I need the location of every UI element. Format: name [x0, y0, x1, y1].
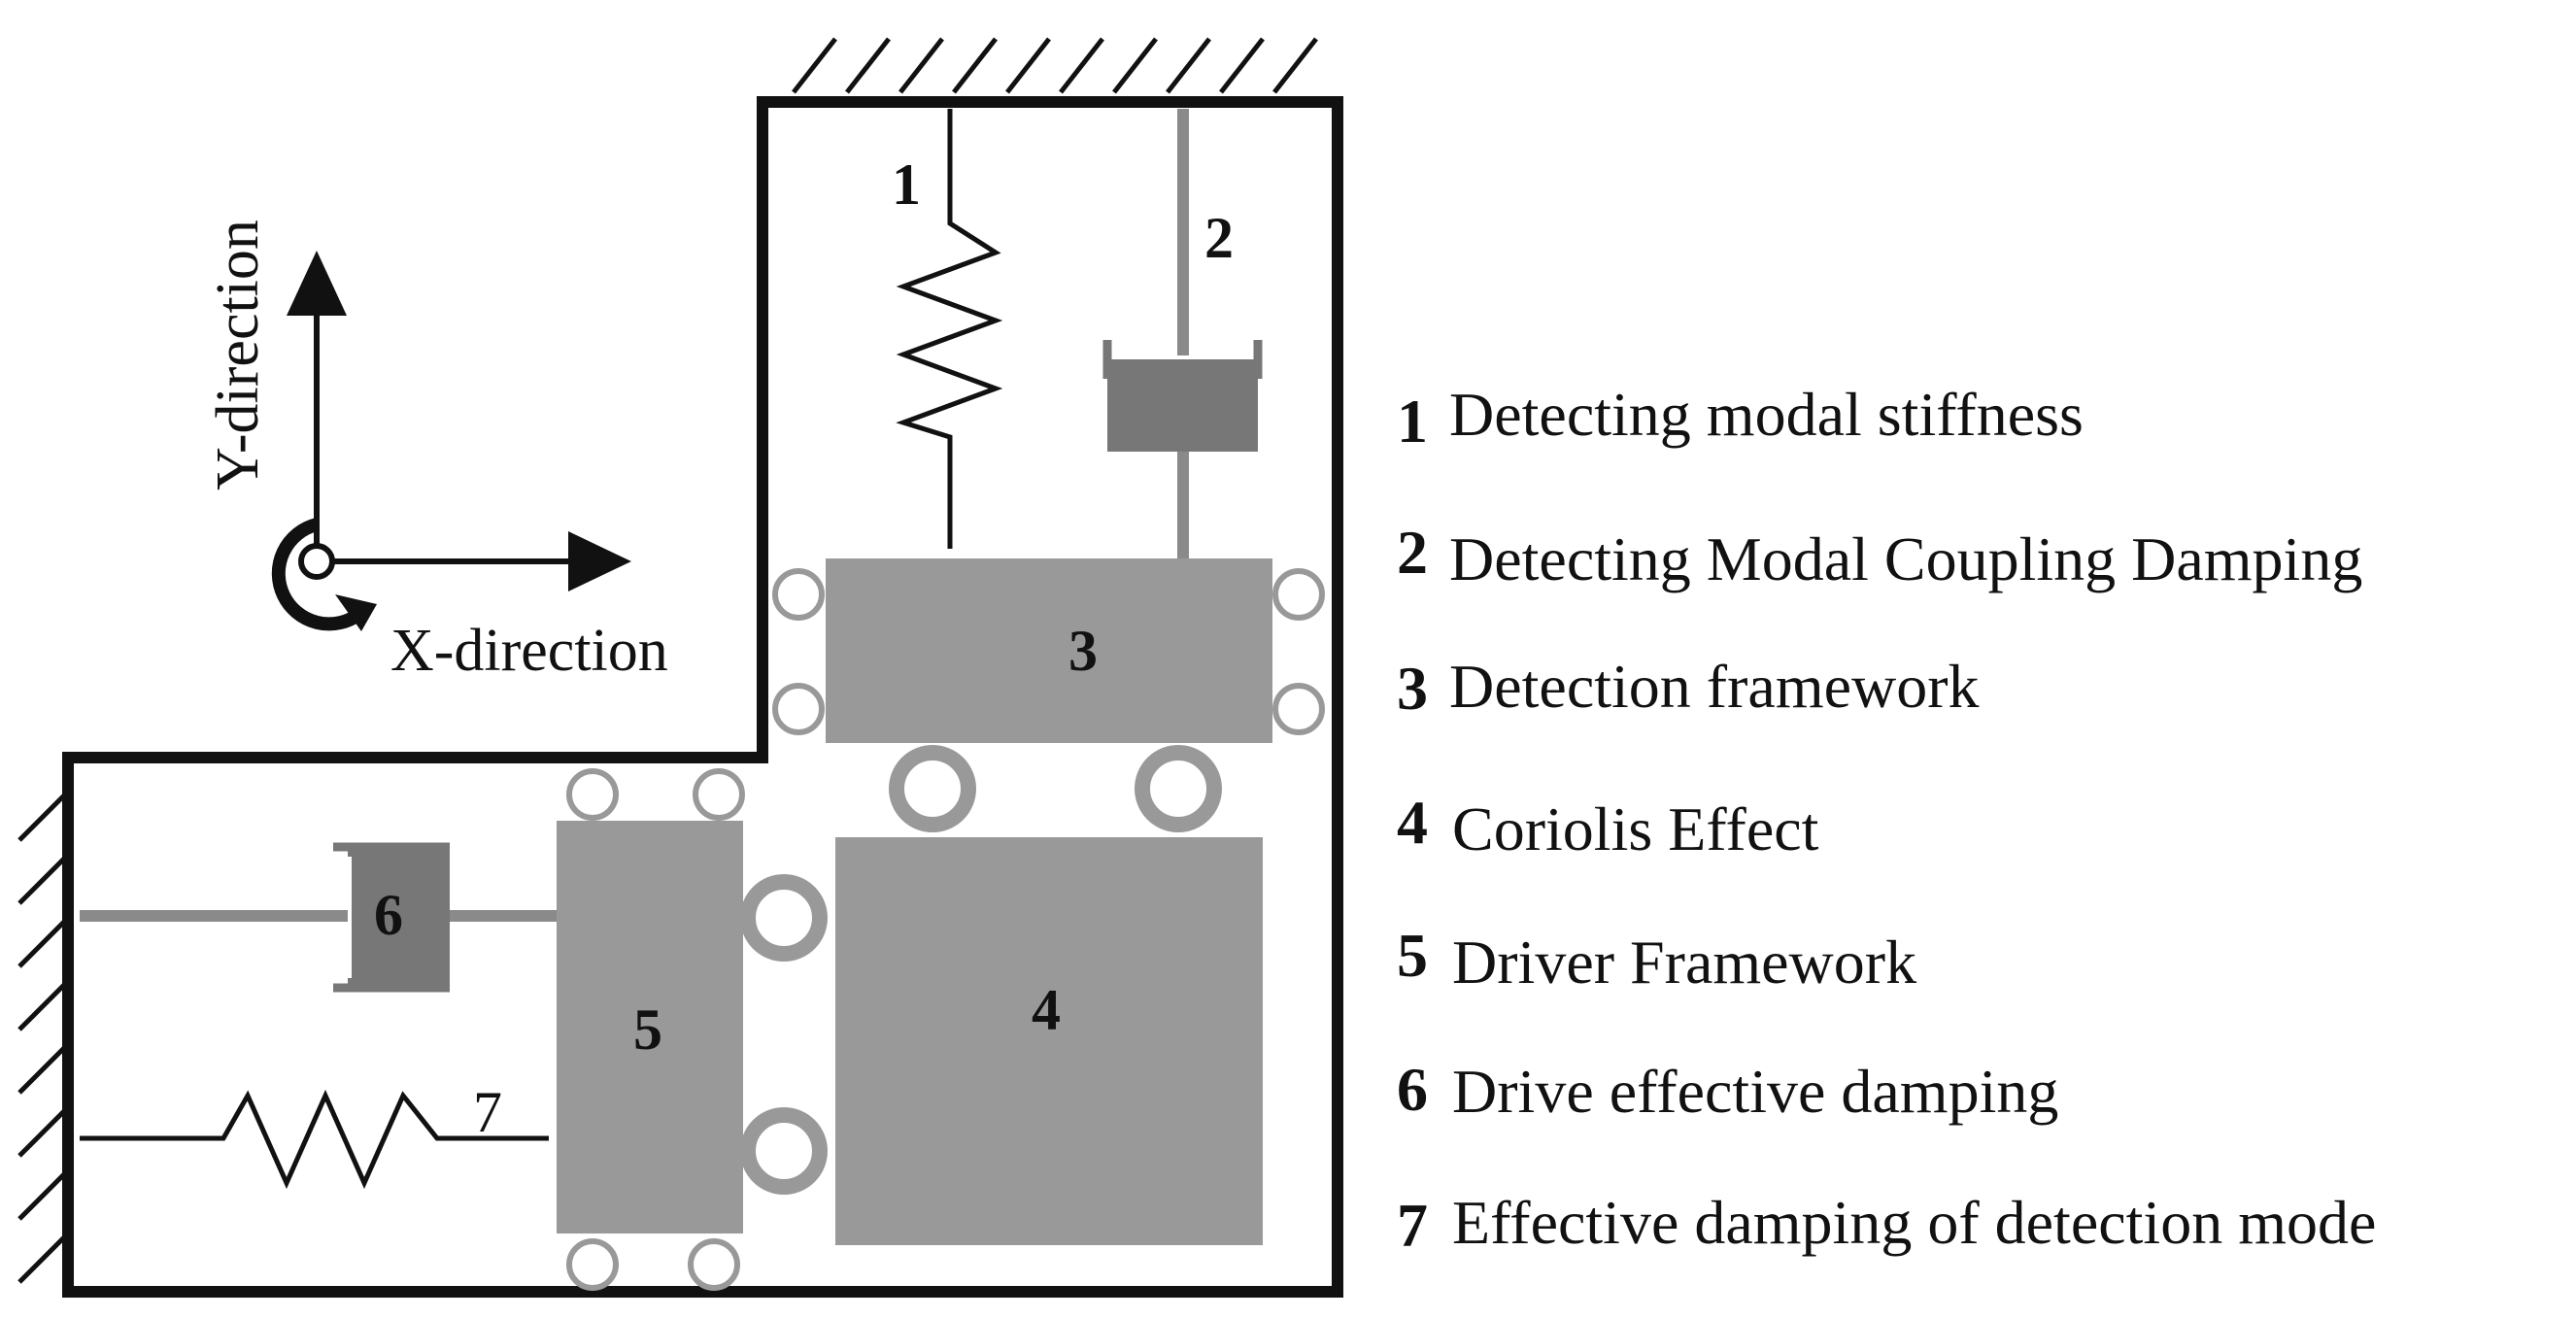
- detecting-damper: [1102, 109, 1263, 558]
- origin-marker: [298, 543, 335, 580]
- detection-framework-rollers: [772, 568, 1325, 735]
- detecting-spring: [896, 109, 1003, 549]
- legend-item: 3 Detection framework: [1397, 652, 1980, 723]
- coordinate-axes: Y-direction X-direction: [205, 220, 668, 684]
- legend-item: 6 Drive effective damping: [1397, 1055, 2058, 1126]
- legend-number: 2: [1397, 518, 1428, 587]
- legend-number: 3: [1397, 654, 1428, 723]
- x-axis-label: X-direction: [390, 618, 668, 684]
- y-arrowhead: [287, 251, 347, 316]
- legend-text: Driver Framework: [1452, 928, 1916, 997]
- legend-item: 2 Detecting Modal Coupling Damping: [1397, 518, 2362, 593]
- x-arrowhead: [568, 531, 631, 591]
- legend-text: Detecting Modal Coupling Damping: [1449, 524, 2362, 593]
- rotation-arrow-icon: [271, 518, 364, 631]
- legend-item: 4 Coriolis Effect: [1397, 788, 1819, 863]
- label-component-4: 4: [1032, 978, 1061, 1042]
- label-component-2: 2: [1204, 206, 1234, 270]
- legend-number: 7: [1397, 1191, 1428, 1260]
- legend-text: Drive effective damping: [1452, 1057, 2058, 1126]
- legend-number: 6: [1397, 1055, 1428, 1124]
- drive-damper: [80, 842, 557, 993]
- legend-text: Detection framework: [1449, 652, 1980, 721]
- rotation-arrowhead: [335, 594, 377, 631]
- driver-framework: [557, 821, 743, 1234]
- legend-text: Detecting modal stiffness: [1449, 380, 2084, 449]
- detection-framework: [826, 558, 1272, 743]
- label-component-6: 6: [374, 883, 403, 947]
- legend-item: 1 Detecting modal stiffness: [1397, 380, 2084, 456]
- legend-number: 4: [1397, 788, 1428, 857]
- y-axis-label: Y-direction: [205, 220, 271, 490]
- legend-text: Effective damping of detection mode: [1452, 1188, 2376, 1257]
- label-component-7: 7: [473, 1080, 502, 1144]
- legend-number: 5: [1397, 921, 1428, 990]
- coupling-rollers-side: [740, 874, 828, 1195]
- legend-item: 7 Effective damping of detection mode: [1397, 1188, 2376, 1260]
- legend: 1 Detecting modal stiffness 2 Detecting …: [1397, 380, 2376, 1260]
- legend-number: 1: [1397, 387, 1428, 456]
- label-component-3: 3: [1068, 619, 1098, 683]
- label-component-5: 5: [633, 997, 662, 1062]
- legend-text: Coriolis Effect: [1452, 794, 1819, 863]
- driver-framework-rollers: [566, 768, 745, 1291]
- coriolis-mass: [835, 837, 1263, 1245]
- top-ground-hatching: [792, 37, 1318, 94]
- left-ground-hatching: [17, 790, 70, 1284]
- coupling-rollers-top: [889, 745, 1222, 832]
- label-component-1: 1: [892, 152, 921, 217]
- detection-mode-spring: [80, 1089, 549, 1190]
- legend-item: 5 Driver Framework: [1397, 921, 1916, 997]
- housing-frame: [62, 96, 1343, 1298]
